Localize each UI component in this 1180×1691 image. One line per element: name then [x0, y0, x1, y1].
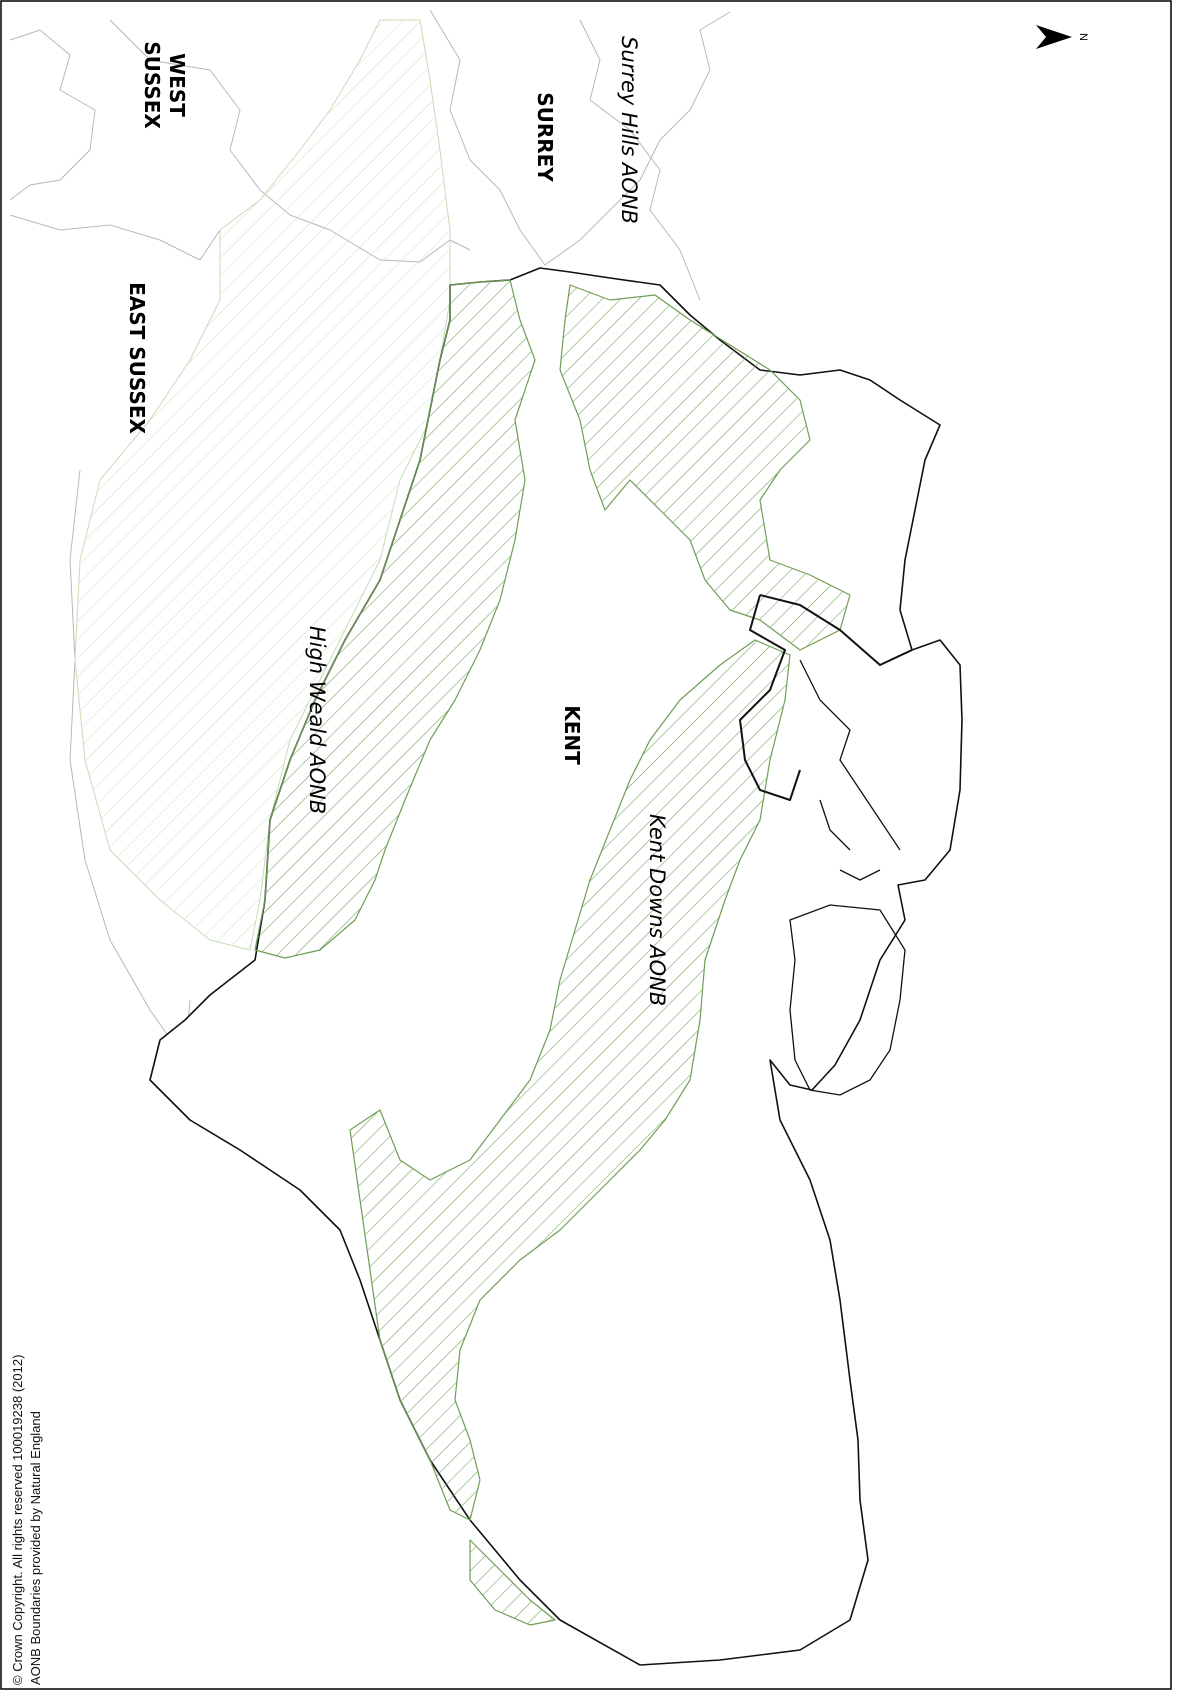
north-arrow-icon [1036, 25, 1072, 49]
medway-boundary [739, 594, 913, 801]
creek-lines [819, 799, 881, 881]
label-east-sussex: EAST SUSSEX [125, 282, 149, 434]
isle-of-sheppey [789, 904, 906, 1096]
label-west-sussex-2: SUSSEX [140, 41, 164, 129]
north-label: N [1077, 33, 1089, 41]
medway-river [799, 659, 901, 851]
label-surrey: SURREY [533, 92, 557, 182]
kent-downs-aonb-tip [469, 1539, 556, 1626]
estuary-detail [789, 659, 906, 1096]
label-west-sussex-1: WEST [165, 53, 189, 117]
label-high-weald-aonb: High Weald AONB [305, 626, 329, 814]
label-kent-downs-aonb: Kent Downs AONB [645, 814, 669, 1006]
north-arrow: N [1036, 25, 1089, 49]
credit-line-2: © Crown Copyright. All rights reserved 1… [10, 1355, 25, 1685]
county-lines-east [579, 19, 701, 301]
label-surrey-hills-aonb: Surrey Hills AONB [617, 36, 641, 224]
label-kent: KENT [560, 705, 584, 765]
sussex-split [9, 214, 221, 261]
kent-downs-aonb-main [349, 639, 791, 1521]
credit-line-1: AONB Boundaries provided by Natural Engl… [28, 1411, 43, 1685]
high-weald-aonb-kent [254, 279, 536, 959]
surrey-boundary-north [429, 9, 731, 266]
high-weald-aonb-sussex [74, 19, 451, 951]
west-sussex-boundary [9, 29, 96, 201]
